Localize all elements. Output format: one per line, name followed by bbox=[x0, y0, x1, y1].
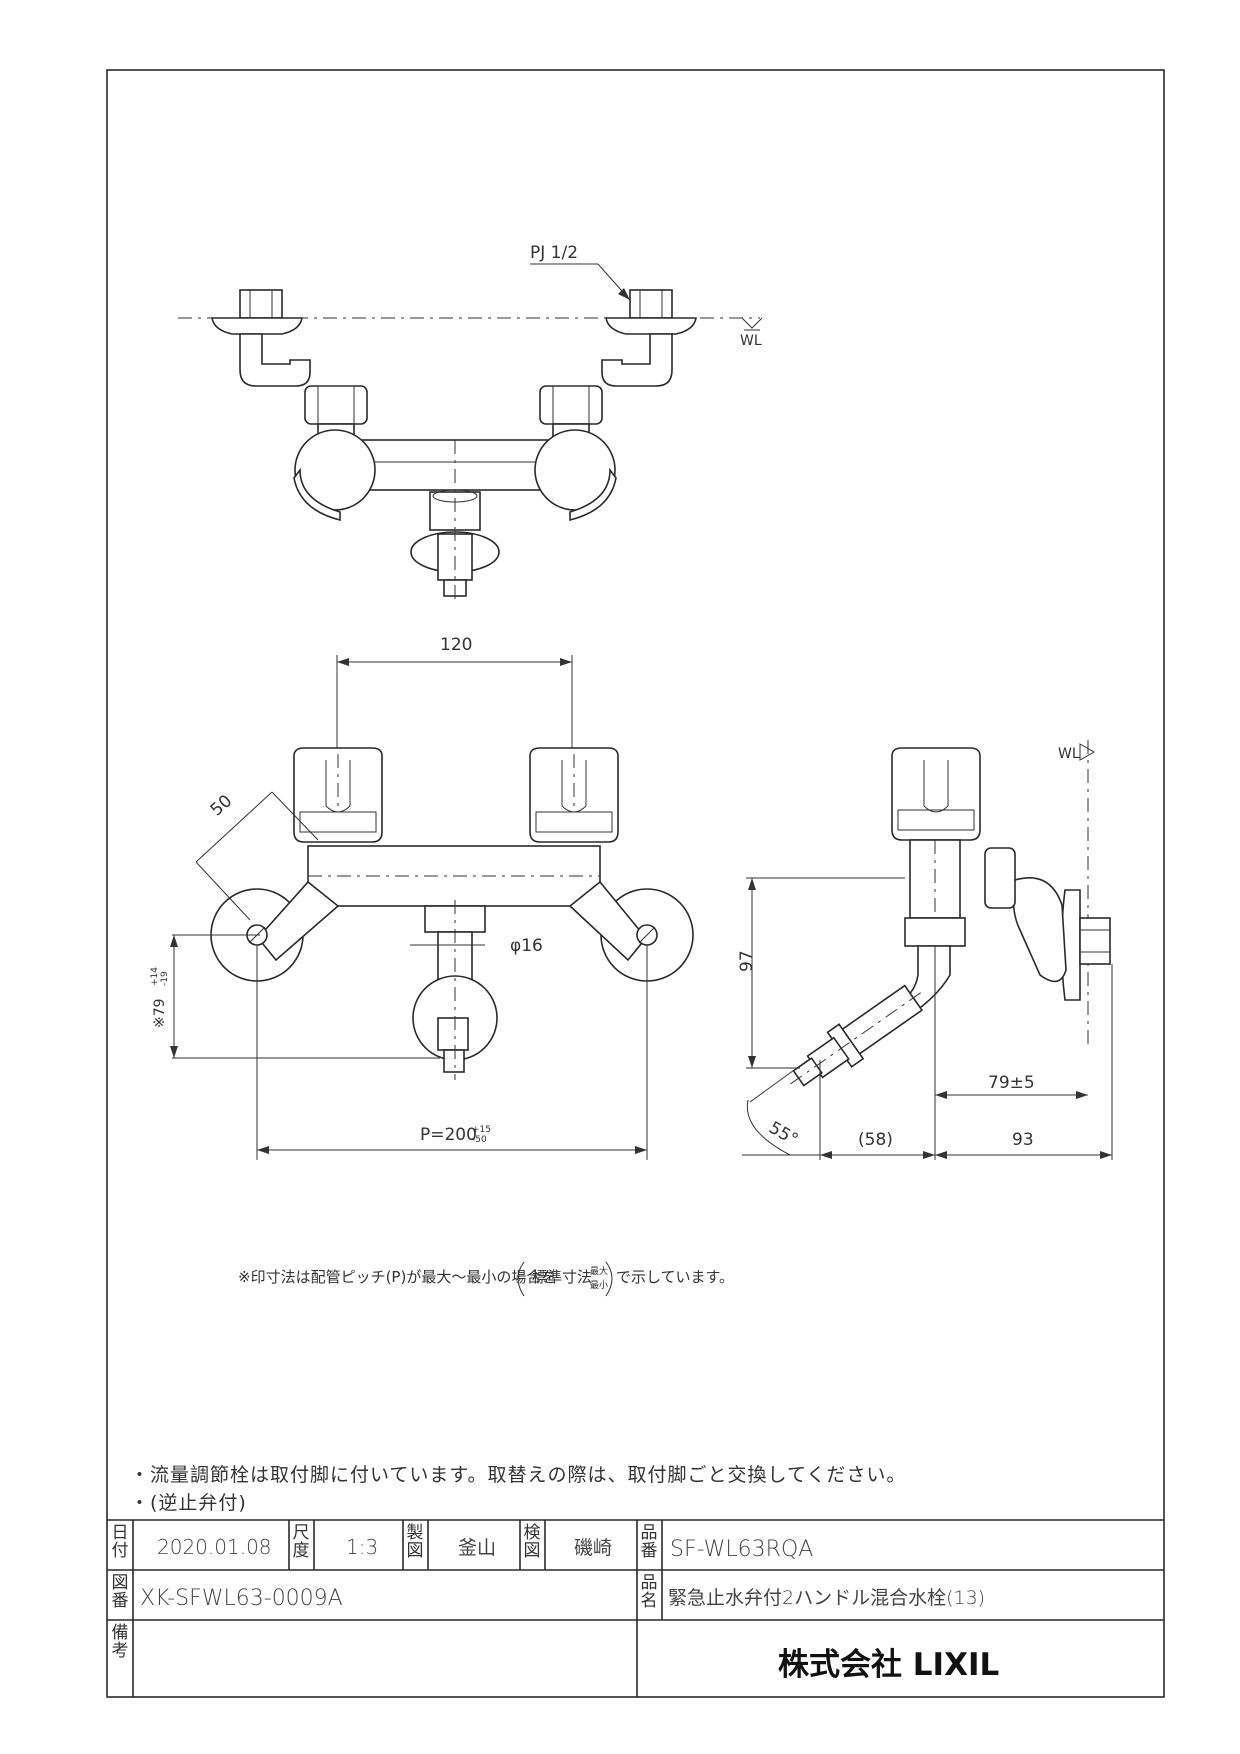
handle-pitch-dim: 120 bbox=[440, 635, 472, 655]
drawing-number: XK-SFWL63-0009A bbox=[140, 1586, 343, 1611]
height-tol-upper: +14 bbox=[150, 967, 160, 986]
footnote-paren-left bbox=[517, 1261, 525, 1297]
height-dim: ※79 bbox=[152, 998, 168, 1028]
front-view: 120 50 φ16 bbox=[150, 635, 694, 1160]
pitch-dim: P=200 bbox=[420, 1125, 477, 1145]
footnote-text-after: で示しています。 bbox=[616, 1268, 734, 1286]
dimension-footnote: ※印寸法は配管ピッチ(P)が最大～最小の場合を 標準寸法 最大 最小 で示してい… bbox=[238, 1261, 734, 1297]
side-depth-1: 79±5 bbox=[988, 1073, 1035, 1093]
drafter-value: 釜山 bbox=[458, 1537, 496, 1559]
top-wl-label: WL bbox=[740, 333, 762, 349]
side-height-dim: 97 bbox=[737, 950, 757, 972]
side-angle: 55° bbox=[765, 1118, 801, 1150]
part-no-label: 品番 bbox=[640, 1523, 658, 1561]
drawing-no-label: 図番 bbox=[111, 1573, 129, 1611]
thread-label: PJ 1/2 bbox=[530, 243, 578, 263]
height-tol-lower: -19 bbox=[160, 971, 170, 986]
wl-marker-top bbox=[741, 317, 763, 329]
note-check-valve: ・(逆止弁付) bbox=[130, 1492, 247, 1514]
product-name-label: 品名 bbox=[640, 1573, 658, 1611]
title-block-grid bbox=[107, 1519, 1164, 1697]
spout-dia-dim: φ16 bbox=[510, 936, 543, 956]
checker-label: 検図 bbox=[523, 1523, 541, 1561]
pitch-tol-lower: -50 bbox=[472, 1135, 487, 1145]
checker-value: 磯崎 bbox=[574, 1537, 612, 1559]
scale-label: 尺度 bbox=[292, 1523, 310, 1561]
diagonal-dim: 50 bbox=[207, 791, 236, 820]
footnote-paren-right bbox=[605, 1261, 613, 1297]
date-value: 2020.01.08 bbox=[157, 1535, 272, 1559]
remarks-label: 備考 bbox=[111, 1623, 129, 1661]
note-flow-valve: ・流量調節栓は取付脚に付いています。取替えの際は、取付脚ごと交換してください。 bbox=[130, 1464, 907, 1486]
footnote-text-before: ※印寸法は配管ピッチ(P)が最大～最小の場合を bbox=[238, 1268, 556, 1286]
footnote-lower: 最小 bbox=[590, 1280, 608, 1291]
side-view: WL 97 bbox=[737, 740, 1113, 1160]
sheet-border bbox=[106, 69, 1165, 1698]
date-label: 日付 bbox=[111, 1523, 129, 1561]
pitch-tol-upper: +15 bbox=[472, 1125, 491, 1135]
footnote-upper: 最大 bbox=[590, 1265, 608, 1277]
product-name: 緊急止水弁付2ハンドル混合水栓(13) bbox=[668, 1587, 985, 1609]
scale-value: 1:3 bbox=[346, 1535, 378, 1559]
top-view: WL PJ 1/2 bbox=[178, 243, 763, 604]
company-name: 株式会社 LIXIL bbox=[778, 1647, 999, 1683]
part-number: SF-WL63RQA bbox=[670, 1537, 813, 1562]
footnote-paren-label: 標準寸法 bbox=[532, 1268, 592, 1286]
side-depth-2: (58) bbox=[858, 1130, 893, 1150]
side-depth-3: 93 bbox=[1012, 1130, 1034, 1150]
drafter-label: 製図 bbox=[406, 1523, 424, 1561]
side-wl-label: WL bbox=[1058, 746, 1080, 762]
